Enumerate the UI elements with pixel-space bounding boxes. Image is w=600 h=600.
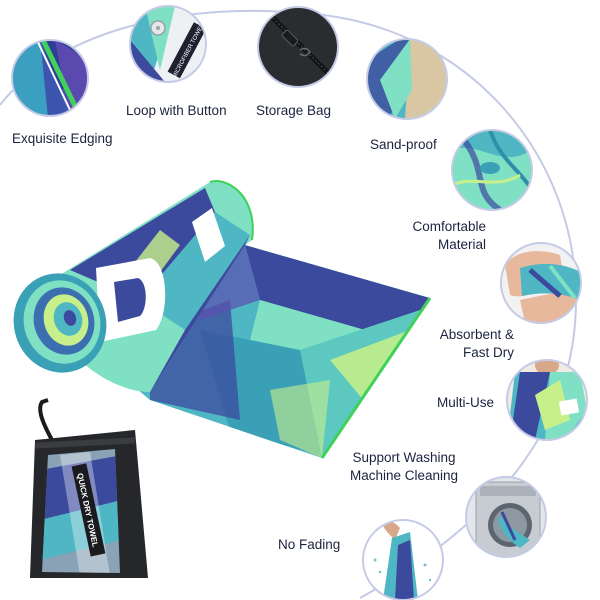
label-storage-bag: Storage Bag [256,103,332,118]
sand-proof-photo [366,38,448,120]
label-no-fading: No Fading [278,537,341,552]
washing-machine-photo [465,476,547,558]
comfortable-material-photo [451,129,533,211]
exquisite-edging-photo [11,39,89,117]
label-comfortable-material: Comfortable Material [412,219,486,252]
towel-roll-end [13,273,107,373]
towel-roll [55,180,254,392]
no-fading-photo [362,519,444,600]
label-exquisite-edging: Exquisite Edging [12,131,113,146]
label-multi-use: Multi-Use [437,395,495,410]
multi-use-photo [506,359,588,441]
absorbent-fast-dry-photo [500,242,582,324]
rolled-towel [13,180,432,459]
loop-with-button-photo: MICROFIBER TOWEL [129,5,207,83]
storage-bag-photo [257,6,339,88]
label-loop-with-button: Loop with Button [126,103,227,118]
label-absorbent-fast-dry: Absorbent & Fast Dry [439,327,514,360]
label-sand-proof: Sand-proof [370,137,437,152]
label-support-washing: Support Washing Machine Cleaning [349,450,459,483]
storage-bag-product: QUICK DRY TOWEL [30,398,148,578]
